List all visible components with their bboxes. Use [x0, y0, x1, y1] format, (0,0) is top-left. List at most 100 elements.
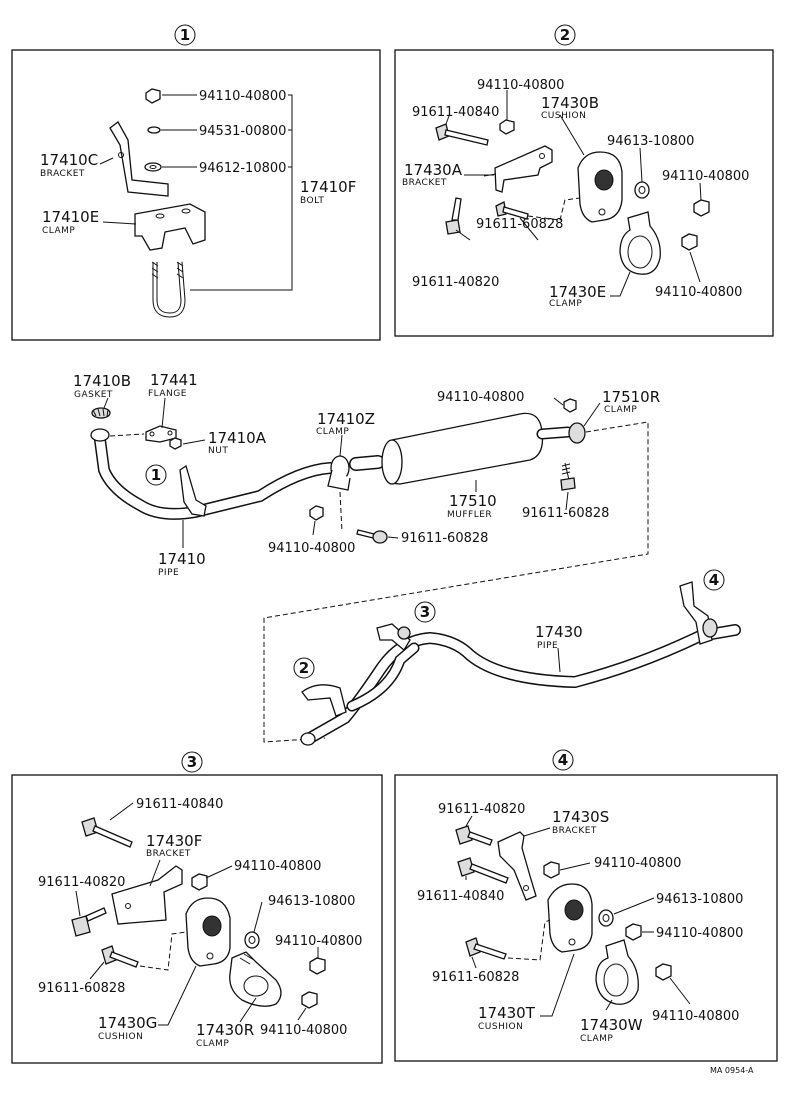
bolt-icon: [561, 462, 571, 481]
part-number: 17430R: [196, 1021, 254, 1039]
clamp-17410e-icon: [134, 203, 206, 251]
muffler-17510-icon: [383, 412, 544, 485]
part-number: 94531-00800: [199, 124, 286, 139]
part-number: 94110-40800: [594, 856, 681, 871]
part-number: 94110-40800: [275, 934, 362, 949]
bolt-icon: [455, 825, 473, 845]
washer-icon: [144, 162, 162, 172]
part-caption: BRACKET: [146, 849, 191, 859]
nut-icon: [563, 398, 577, 413]
spring-washer-icon: [147, 126, 161, 134]
part-caption: CLAMP: [580, 1034, 613, 1044]
svg-text:4: 4: [558, 751, 568, 769]
part-caption: CUSHION: [541, 111, 586, 121]
part-number: 94612-10800: [199, 161, 286, 176]
u-bolt-icon: [152, 261, 186, 318]
part-number: 91611-60828: [476, 217, 563, 232]
part-number: 17410: [158, 550, 206, 568]
svg-text:3: 3: [187, 753, 197, 771]
part-number: 17430G: [98, 1014, 157, 1032]
bolt-icon: [71, 915, 91, 937]
part-number: 17410A: [208, 429, 267, 447]
part-number: 17510R: [602, 388, 660, 406]
part-number: 94613-10800: [656, 892, 743, 907]
part-number: 17430: [535, 623, 583, 641]
nut-icon: [655, 963, 672, 981]
panel-3-frame: [11, 774, 383, 1064]
part-number: 94110-40800: [662, 169, 749, 184]
bolt-icon: [356, 529, 375, 539]
panel-1-frame: [11, 49, 381, 341]
section-ref-2: 2: [299, 659, 309, 677]
nut-icon: [191, 873, 208, 891]
part-caption: BOLT: [300, 196, 324, 206]
gasket-icon: [91, 407, 111, 419]
part-number: 17430B: [541, 94, 599, 112]
nut-icon: [309, 505, 324, 521]
part-caption: FLANGE: [148, 389, 187, 399]
part-number: 94110-40800: [652, 1009, 739, 1024]
part-number: 17430W: [580, 1016, 643, 1034]
panel-2: 94110-40800 91611-40840 17430B CUSHION 9…: [402, 78, 749, 309]
part-number: 91611-40840: [417, 889, 504, 904]
panel-2-frame: [394, 49, 774, 337]
part-number: 17410B: [73, 372, 131, 390]
nut-icon: [309, 957, 326, 975]
part-number: 17430E: [549, 283, 606, 301]
bracket-17430s-icon: [497, 831, 537, 901]
part-caption: CLAMP: [316, 427, 349, 437]
part-number: 17510: [449, 492, 497, 510]
part-number: 17430F: [146, 832, 202, 850]
part-number: 17441: [150, 371, 198, 389]
part-number: 91611-60828: [401, 531, 488, 546]
svg-text:2: 2: [560, 26, 570, 44]
washer-icon: [598, 909, 614, 927]
part-number: 17430A: [404, 161, 463, 179]
part-caption: BRACKET: [402, 178, 447, 188]
clamp-17510r-icon: [568, 422, 586, 444]
bracket-17430f-icon: [111, 865, 183, 925]
part-number: 94110-40800: [234, 859, 321, 874]
part-number: 94110-40800: [268, 541, 355, 556]
part-caption: BRACKET: [552, 826, 597, 836]
part-caption: MUFFLER: [447, 510, 492, 520]
part-number: 17430T: [478, 1004, 536, 1022]
section-ref-4: 4: [709, 571, 719, 589]
panel-1: 94110-40800 94531-00800 94612-10800 1741…: [40, 88, 356, 318]
panel-4: 91611-40820 17430S BRACKET 94110-40800 9…: [417, 802, 743, 1044]
part-number: 17410F: [300, 178, 356, 196]
nut-icon: [145, 88, 161, 104]
bracket-17410c-icon: [109, 121, 169, 197]
part-number: 94110-40800: [477, 78, 564, 93]
part-number: 94110-40800: [260, 1023, 347, 1038]
bolt-icon: [457, 857, 475, 877]
part-number: 91611-40820: [38, 875, 125, 890]
part-number: 91611-60828: [432, 970, 519, 985]
panel-4-frame: [394, 774, 778, 1062]
nut-icon: [499, 119, 515, 135]
part-number: 17410Z: [317, 410, 375, 428]
part-number: 17410E: [42, 208, 99, 226]
part-caption: CUSHION: [478, 1022, 523, 1032]
part-number: 91611-60828: [38, 981, 125, 996]
part-number: 17430S: [552, 808, 609, 826]
part-number: 94110-40800: [655, 285, 742, 300]
part-number: 91611-40820: [438, 802, 525, 817]
washer-icon: [244, 931, 260, 949]
part-number: 94110-40800: [656, 926, 743, 941]
nut-icon: [693, 199, 710, 217]
hanger-bracket-icon: [301, 684, 347, 717]
part-caption: CLAMP: [42, 226, 75, 236]
part-number: 91611-40820: [412, 275, 499, 290]
nut-icon: [543, 861, 560, 879]
part-number: 94110-40800: [437, 390, 524, 405]
nut-icon: [301, 991, 318, 1009]
part-caption: CLAMP: [196, 1039, 229, 1049]
part-caption: PIPE: [537, 641, 558, 651]
part-number: 91611-40840: [412, 105, 499, 120]
nut-icon: [681, 233, 698, 251]
washer-icon: [634, 181, 650, 199]
section-marker-1: 1: [174, 24, 196, 46]
part-number: 91611-60828: [522, 506, 609, 521]
